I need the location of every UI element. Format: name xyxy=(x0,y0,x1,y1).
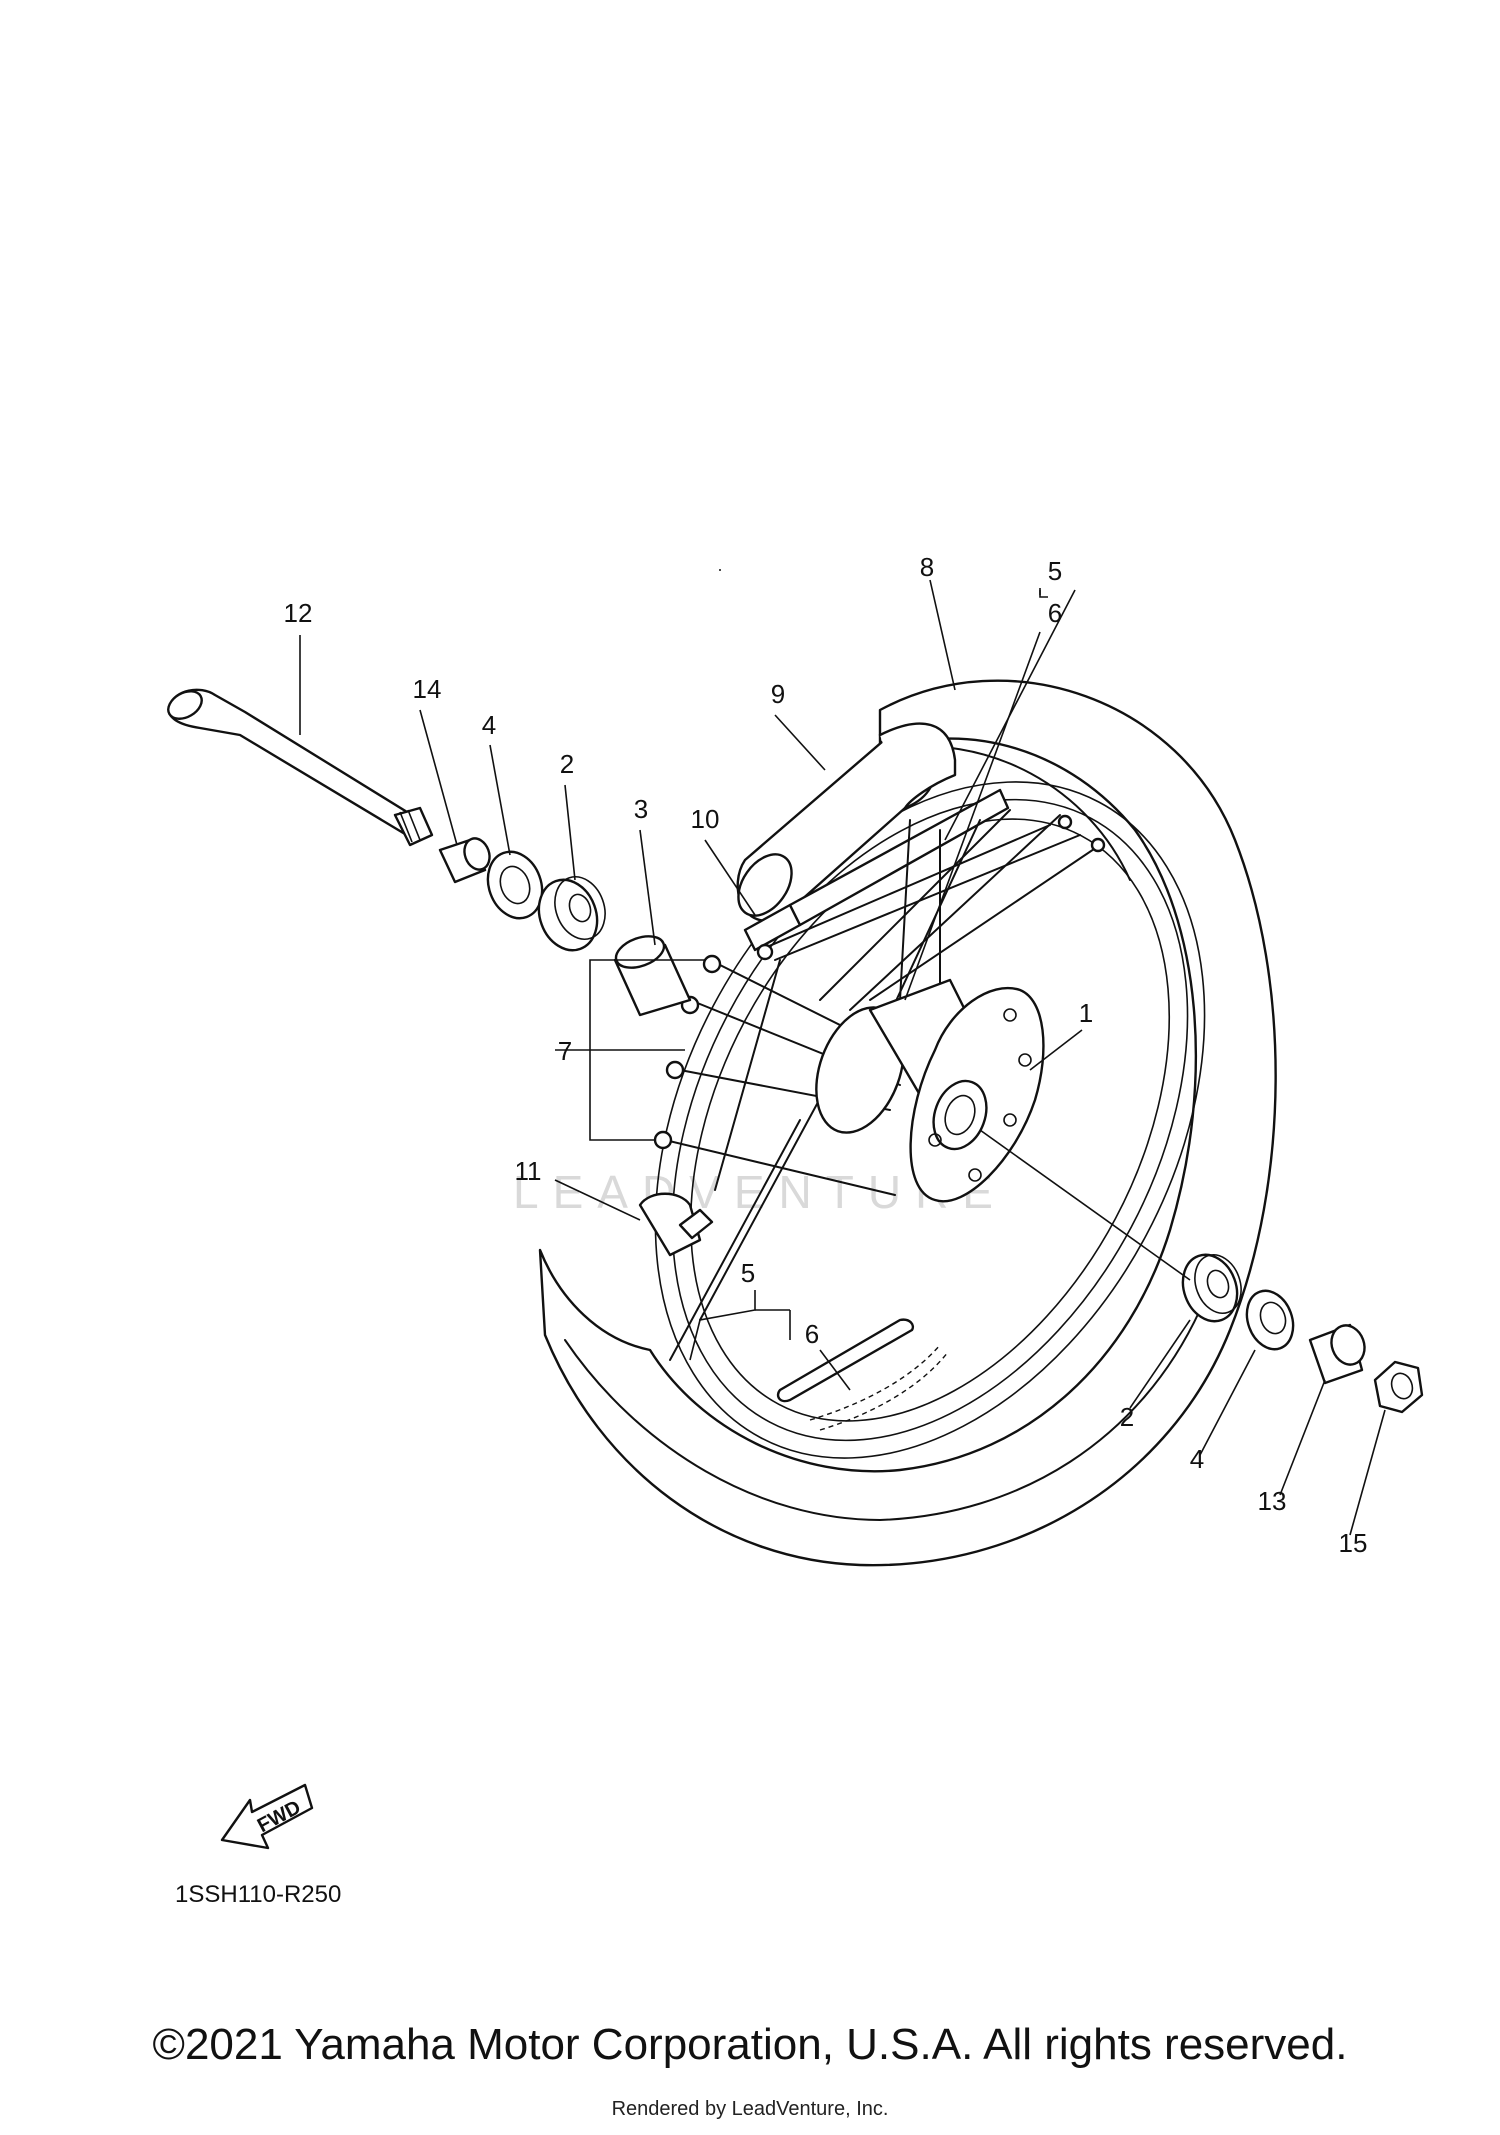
nut xyxy=(1373,1360,1424,1414)
collar-right xyxy=(1308,1323,1366,1385)
valve xyxy=(638,1192,714,1257)
callout-12: 12 xyxy=(284,598,313,628)
hub xyxy=(815,978,1045,1203)
callout-11: 11 xyxy=(515,1156,542,1186)
callouts: 12 14 4 2 3 10 9 8 5 6 1 7 11 5 6 2 4 13… xyxy=(284,552,1368,1558)
oil-seal-right xyxy=(1245,1289,1295,1351)
callout-10: 10 xyxy=(691,804,720,834)
callout-3: 3 xyxy=(634,794,648,824)
callout-13: 13 xyxy=(1258,1486,1287,1516)
callout-14: 14 xyxy=(413,674,442,704)
axle-line xyxy=(979,1129,1191,1281)
bearing-right xyxy=(1181,1253,1242,1323)
collar xyxy=(438,837,491,884)
fwd-arrow-icon: FWD xyxy=(220,1783,314,1850)
callout-6-bottom: 6 xyxy=(805,1319,819,1349)
diagram-code: 1SSH110-R250 xyxy=(175,1881,341,1908)
callout-7: 7 xyxy=(558,1036,572,1066)
callout-5-top: 5 xyxy=(1048,556,1062,586)
axle xyxy=(167,688,434,847)
callout-9: 9 xyxy=(771,679,785,709)
leader-lines xyxy=(299,579,1386,1536)
spacer xyxy=(613,935,692,1017)
callout-2-right: 2 xyxy=(1120,1402,1134,1432)
copyright-notice: ©2021 Yamaha Motor Corporation, U.S.A. A… xyxy=(152,2020,1348,2069)
tube xyxy=(736,722,957,922)
callout-4-left: 4 xyxy=(482,710,496,740)
oil-seal-left xyxy=(486,850,544,920)
tire xyxy=(538,679,1277,1567)
callout-1: 1 xyxy=(1079,998,1093,1028)
callout-2-left: 2 xyxy=(560,749,574,779)
callout-5-bottom: 5 xyxy=(741,1258,755,1288)
bearing-left xyxy=(537,876,606,952)
callout-15: 15 xyxy=(1339,1528,1368,1558)
callout-4-right: 4 xyxy=(1190,1444,1204,1474)
callout-6-top: 6 xyxy=(1048,598,1062,628)
rim-strip xyxy=(776,1318,949,1431)
callout-8: 8 xyxy=(920,552,934,582)
rendered-by-note: Rendered by LeadVenture, Inc. xyxy=(611,2098,889,2120)
